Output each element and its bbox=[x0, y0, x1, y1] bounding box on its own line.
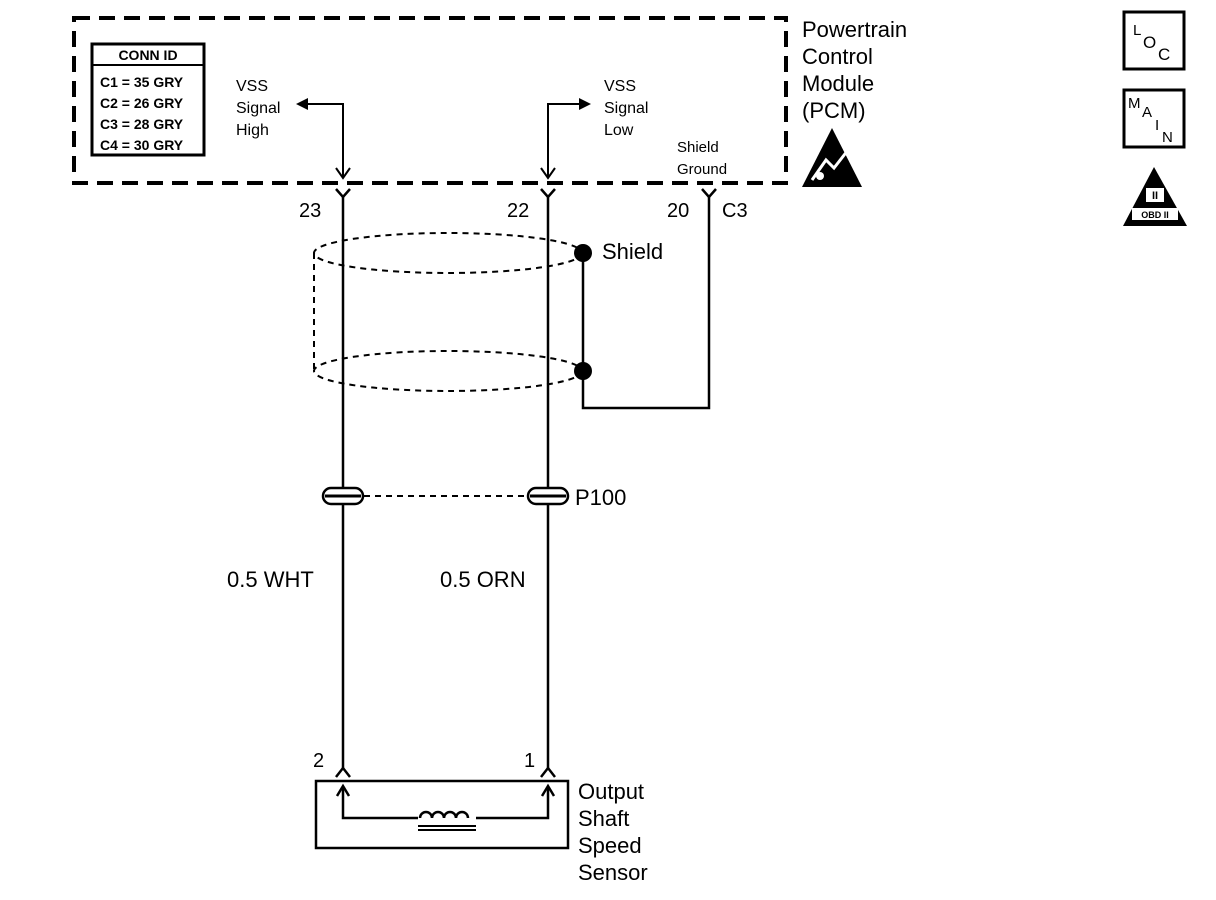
pin-20-label: 20 bbox=[667, 200, 689, 222]
sensor-pin-2-label: 2 bbox=[313, 750, 324, 772]
conn-id-row: C4 = 30 GRY bbox=[100, 137, 184, 153]
p100-connector-right bbox=[526, 486, 570, 506]
pin-20-connector bbox=[701, 188, 717, 199]
svg-text:II: II bbox=[1152, 190, 1158, 202]
sensor-coil-icon bbox=[418, 810, 476, 831]
svg-text:M: M bbox=[1128, 95, 1141, 112]
svg-text:L: L bbox=[1133, 22, 1141, 39]
shield-label: Shield bbox=[602, 239, 663, 264]
pcm-boundary bbox=[72, 16, 788, 185]
pin-23-label: 23 bbox=[299, 200, 321, 222]
main-badge[interactable]: M A I N bbox=[1122, 88, 1186, 149]
shield-splice-dot bbox=[574, 244, 592, 262]
chevron-up-icon bbox=[540, 765, 556, 778]
connector-c3-label: C3 bbox=[722, 200, 748, 222]
conn-id-table: CONN ID C1 = 35 GRY C2 = 26 GRY C3 = 28 … bbox=[90, 42, 206, 157]
obd-ii-badge[interactable]: II OBD II bbox=[1123, 167, 1187, 226]
shield-ground-wire bbox=[581, 197, 711, 410]
conn-id-row: C1 = 35 GRY bbox=[100, 74, 184, 90]
arrow-right-icon bbox=[579, 98, 591, 110]
vss-low-internal-path bbox=[547, 103, 584, 178]
vss-high-internal-path bbox=[303, 103, 344, 178]
svg-text:N: N bbox=[1162, 129, 1173, 146]
shield-splice-dot bbox=[574, 362, 592, 380]
svg-text:C: C bbox=[1158, 45, 1170, 64]
svg-text:I: I bbox=[1155, 117, 1159, 134]
conn-id-row: C3 = 28 GRY bbox=[100, 116, 184, 132]
sensor-name: Output Shaft Speed Sensor bbox=[578, 779, 650, 885]
pin-22-connector bbox=[540, 188, 556, 199]
svg-text:A: A bbox=[1142, 104, 1152, 121]
shielded-cable bbox=[313, 232, 583, 392]
output-shaft-speed-sensor bbox=[314, 779, 570, 850]
pcm-title: Powertrain Control Module (PCM) bbox=[802, 17, 913, 123]
vss-signal-low-label: VSS Signal Low bbox=[604, 78, 653, 139]
chevron-up-icon bbox=[335, 765, 351, 778]
pin-22-label: 22 bbox=[507, 200, 529, 222]
shield-ground-label: Shield Ground bbox=[677, 139, 727, 178]
svg-text:O: O bbox=[1143, 33, 1156, 52]
wire-orange-label: 0.5 ORN bbox=[440, 567, 526, 592]
p100-label: P100 bbox=[575, 485, 626, 510]
chevron-down-icon bbox=[335, 167, 351, 180]
conn-id-header: CONN ID bbox=[118, 47, 177, 63]
svg-text:OBD II: OBD II bbox=[1141, 210, 1169, 220]
loc-badge[interactable]: L O C bbox=[1122, 10, 1186, 71]
pin-23-connector bbox=[335, 188, 351, 199]
sensor-pin-1-label: 1 bbox=[524, 750, 535, 772]
conn-id-row: C2 = 26 GRY bbox=[100, 95, 184, 111]
esd-warning-icon bbox=[802, 128, 862, 187]
arrow-left-icon bbox=[296, 98, 308, 110]
vss-signal-high-label: VSS Signal High bbox=[236, 78, 285, 139]
wire-white-label: 0.5 WHT bbox=[227, 567, 314, 592]
p100-connector-left bbox=[321, 486, 365, 506]
chevron-down-icon bbox=[540, 167, 556, 180]
